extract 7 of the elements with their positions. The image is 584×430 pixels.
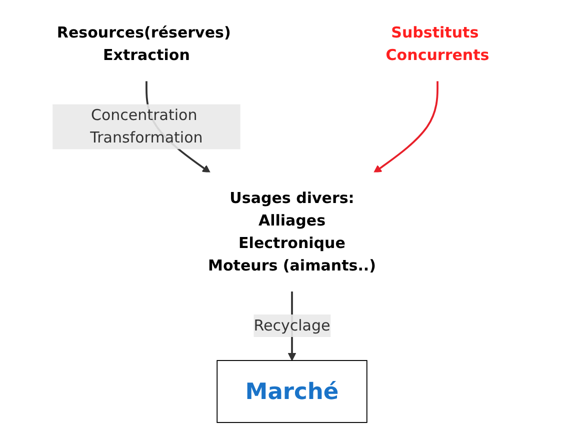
edge-label: Concentration Transformation [90, 106, 203, 146]
node-text: Resources(réserves) Extraction [56, 23, 231, 64]
node-text: Usages divers: Alliages Electronique Moteurs (aimants..) [208, 188, 376, 274]
arrow [373, 80, 438, 174]
node-text: Substituts Concurrents [386, 23, 490, 64]
edge-label: Recyclage [254, 316, 330, 334]
node-box: Marché [216, 360, 368, 423]
